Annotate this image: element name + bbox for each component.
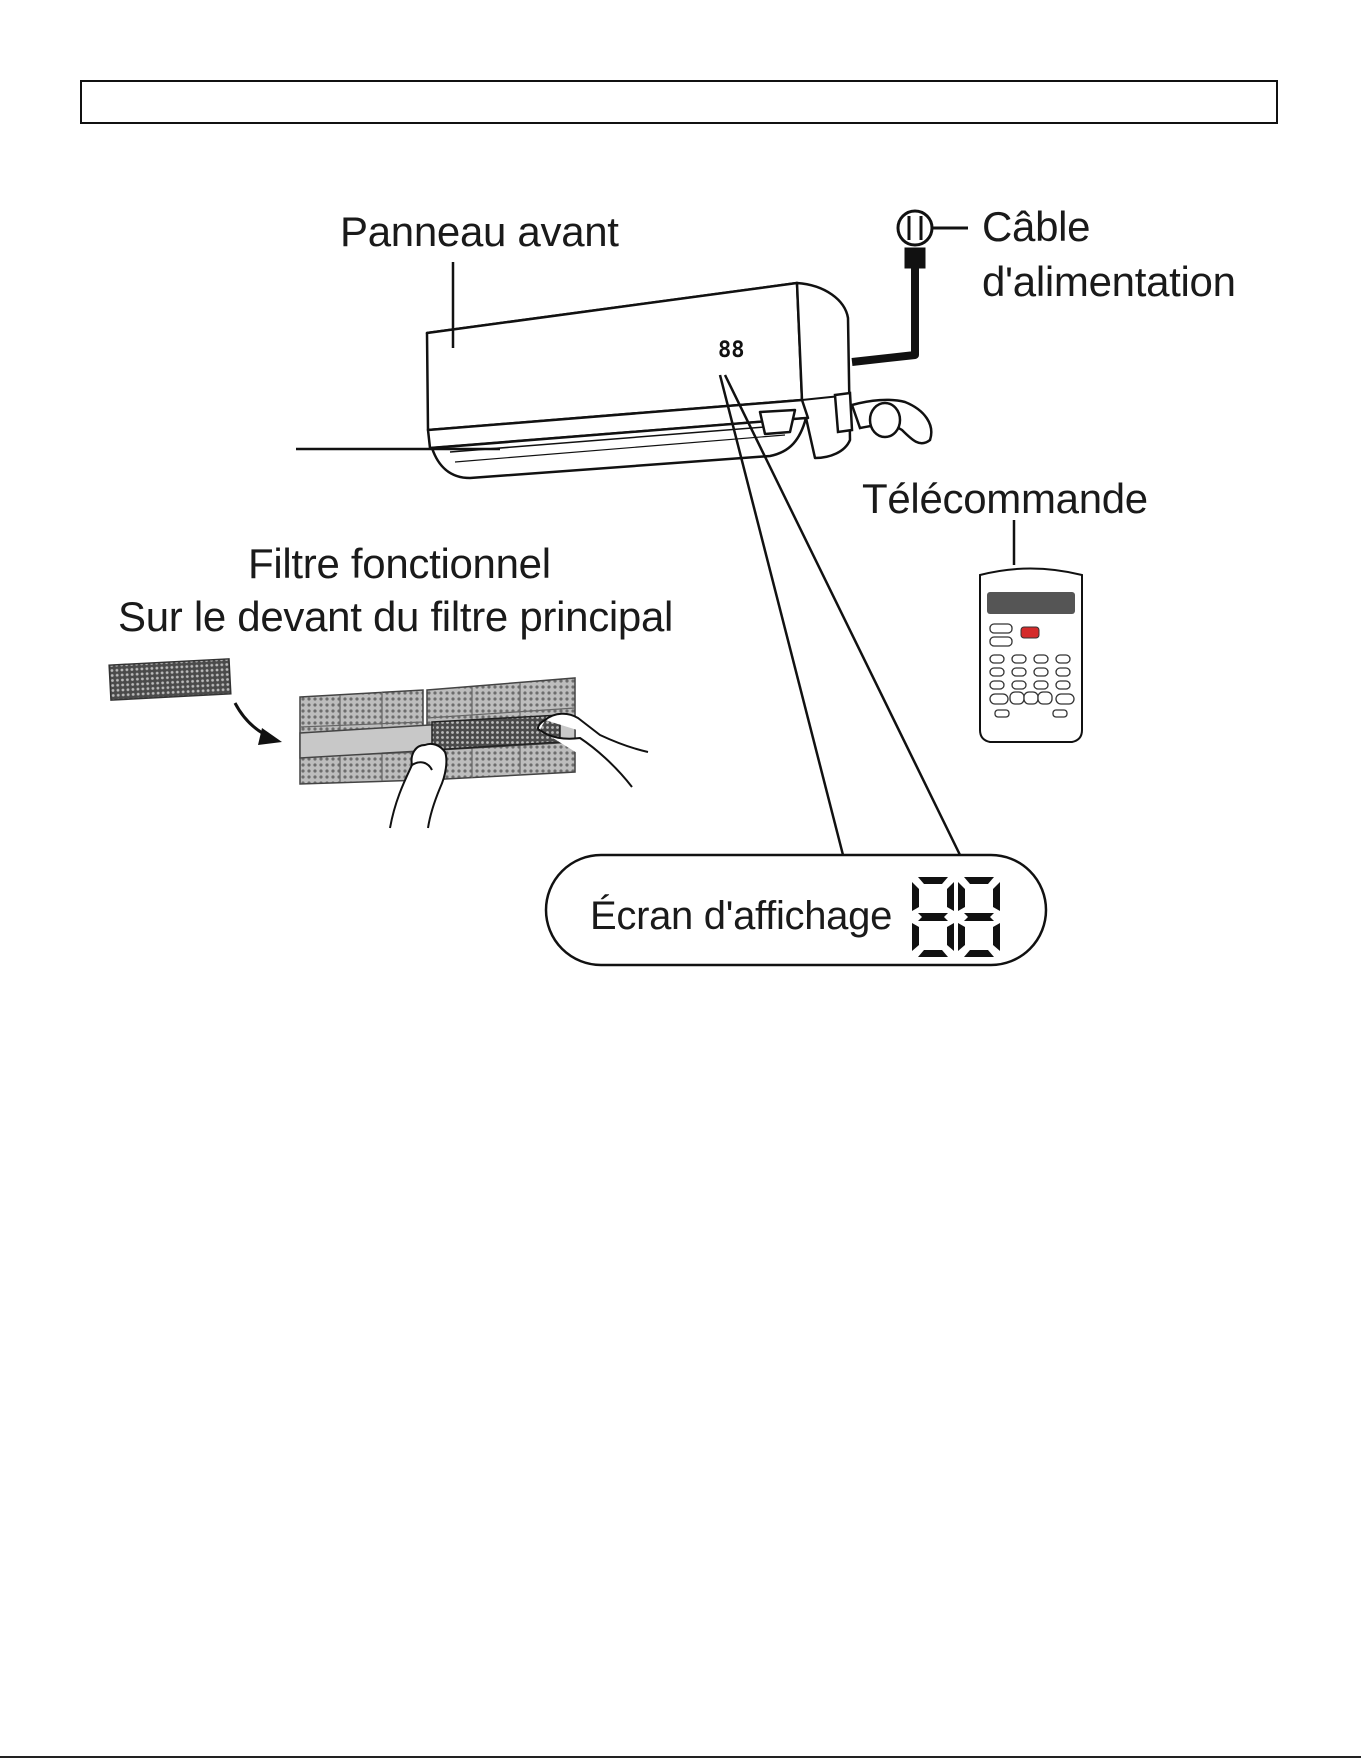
display-screen-label: Écran d'affichage (590, 893, 892, 939)
front-panel-label: Panneau avant (340, 208, 619, 256)
filter-label-line2: Sur le devant du filtre principal (118, 593, 673, 641)
unit-display-digits: 88 (718, 338, 745, 363)
power-plug-icon (898, 211, 968, 245)
functional-filter-strip (109, 659, 231, 700)
arrow-icon (235, 703, 282, 745)
unit-display-icon: 88 (718, 338, 745, 363)
power-cable-label-line2: d'alimentation (982, 258, 1236, 306)
power-cable-label-line1: Câble (982, 203, 1090, 251)
power-cable (852, 248, 925, 362)
remote-label: Télécommande (862, 475, 1148, 523)
filter-label-line1: Filtre fonctionnel (248, 540, 551, 588)
remote-control-icon (980, 569, 1082, 743)
page-bottom-rule (0, 1756, 1361, 1758)
